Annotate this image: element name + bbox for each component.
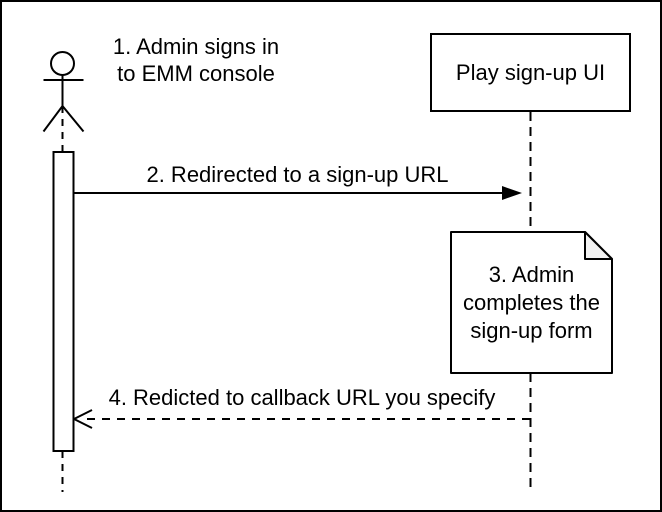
step4-label: 4. Redicted to callback URL you specify [108, 385, 496, 410]
step2-label: 2. Redirected to a sign-up URL [146, 162, 449, 187]
note-fold-corner-icon [584, 231, 613, 260]
message-2-arrowhead-icon [502, 186, 522, 200]
note-shape [450, 231, 613, 374]
message-2-arrow [74, 186, 522, 200]
admin-activation-bar [52, 151, 75, 452]
note-step3-line2: completes the [463, 289, 600, 315]
play-signup-ui-label: Play sign-up UI [455, 59, 606, 85]
note-step3-text: 3. Admin completes the sign-up form [451, 232, 612, 373]
step1-label-line2: to EMM console [117, 61, 275, 86]
message-4-arrow [73, 409, 530, 429]
message-4-arrowhead-icon [73, 409, 93, 429]
note-body [450, 231, 613, 374]
actor-head [50, 51, 75, 76]
note-step3-line3: sign-up form [470, 317, 593, 343]
step1-label-line1: 1. Admin signs in [112, 34, 280, 59]
note-step3-line1: 3. Admin [488, 261, 575, 287]
step1-label: 1. Admin signs in to EMM console [99, 33, 293, 87]
play-signup-ui-box: Play sign-up UI [430, 33, 631, 112]
